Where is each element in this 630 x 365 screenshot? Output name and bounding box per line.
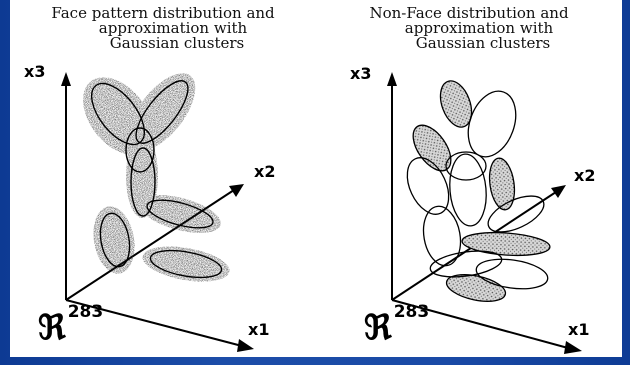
face-x1-label: x1 [248,320,269,339]
space-symbol: ℜ [38,308,66,348]
non-face-x2-label: x2 [574,166,595,185]
non-face-x1-label: x1 [568,320,589,339]
non-face-distribution-panel: Non-Face distribution and approximation … [316,0,622,357]
face-x3-label: x3 [24,62,45,81]
non-face-cluster-shaded [406,119,459,178]
non-face-shaded-clusters [406,77,551,306]
space-dimension: 283 [68,302,104,322]
non-face-x3-label: x3 [350,64,371,83]
non-face-cluster-shaded [435,77,478,132]
face-distribution-panel: Face pattern distribution and approximat… [10,0,316,357]
face-x3-arrowhead [61,72,71,86]
face-x1-arrowhead [237,339,254,352]
face-x2-arrowhead [229,184,244,197]
space-dimension: 283 [394,302,430,322]
face-point-clouds [69,62,232,287]
non-face-outline-clusters [399,85,550,293]
non-face-cluster-shaded [461,230,550,258]
non-face-cluster-shaded [444,270,508,306]
non-face-x2-arrowhead [551,185,566,198]
figure-frame: Face pattern distribution and approximat… [10,0,622,357]
face-x2-label: x2 [254,162,275,181]
non-face-cluster-shaded [486,157,517,212]
non-face-x3-arrowhead [387,72,397,86]
space-symbol: ℜ [364,308,392,348]
non-face-x1-arrowhead [564,341,582,354]
